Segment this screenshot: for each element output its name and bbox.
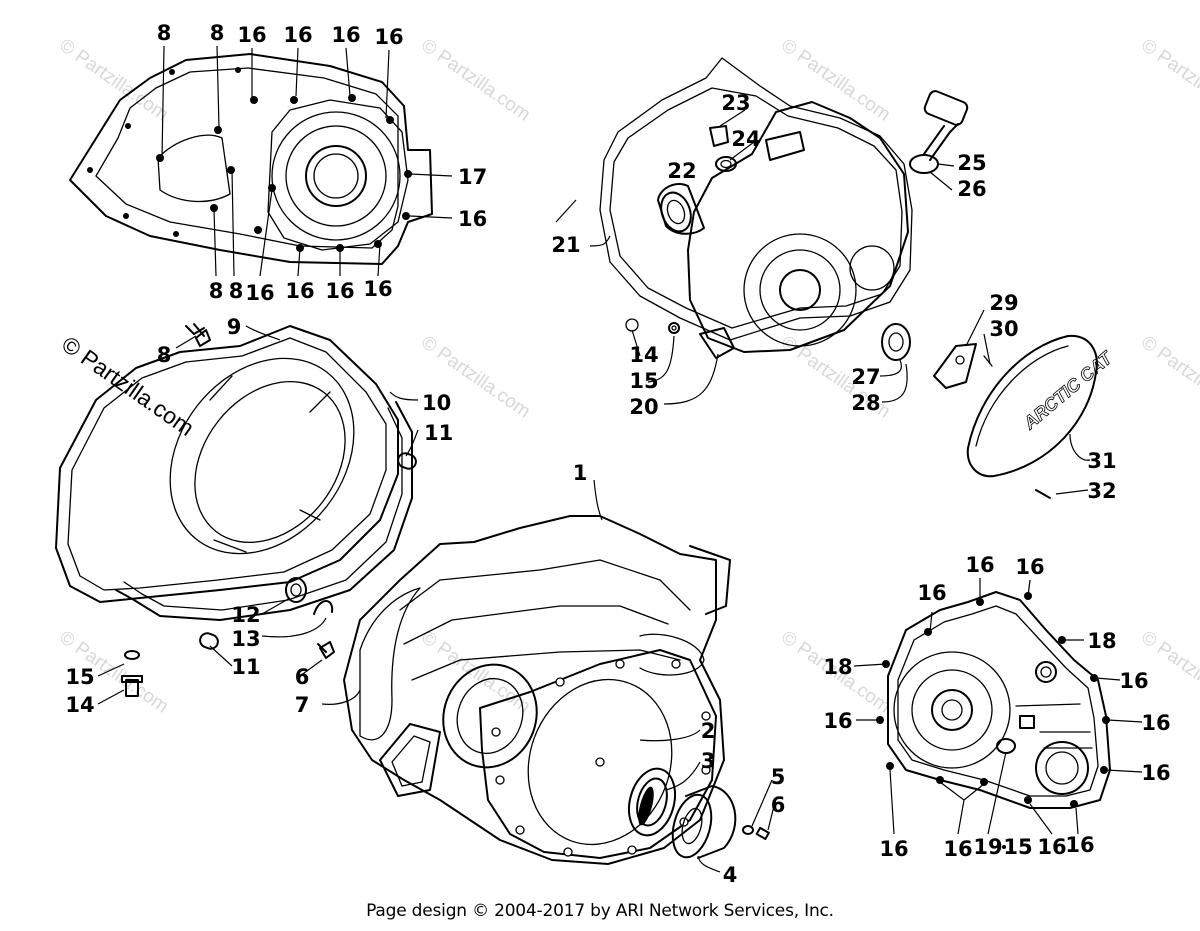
- callout-16: 16: [283, 23, 312, 47]
- callout-16: 16: [285, 279, 314, 303]
- callout-16: 16: [1119, 669, 1148, 693]
- watermark-text: © Partzilla.com: [417, 35, 534, 126]
- callout-20: 20: [629, 395, 658, 419]
- callout-5: 5: [771, 765, 786, 789]
- callout-22: 22: [667, 159, 696, 183]
- callout-14: 14: [65, 693, 94, 717]
- callout-14: 14: [629, 343, 658, 367]
- callout-27: 27: [851, 365, 880, 389]
- callout-16: 16: [965, 553, 994, 577]
- callout-16: 16: [237, 23, 266, 47]
- callout-16: 16: [823, 709, 852, 733]
- callout-16: 16: [1141, 761, 1170, 785]
- callout-16: 16: [331, 23, 360, 47]
- callout-4: 4: [723, 863, 738, 887]
- callout-7: 7: [295, 693, 310, 717]
- callout-23: 23: [721, 91, 750, 115]
- callout-2: 2: [701, 719, 716, 743]
- callout-17: 17: [458, 165, 487, 189]
- callout-16: 16: [879, 837, 908, 861]
- callout-28: 28: [851, 391, 880, 415]
- callout-8: 8: [210, 21, 225, 45]
- callout-16: 16: [374, 25, 403, 49]
- callout-6: 6: [295, 665, 310, 689]
- callout-31: 31: [1087, 449, 1116, 473]
- watermark-layer: © Partzilla.com © Partzilla.com © Partzi…: [55, 35, 1200, 718]
- callout-9: 9: [227, 315, 242, 339]
- callout-21: 21: [551, 233, 580, 257]
- callout-8: 8: [209, 279, 224, 303]
- callout-8: 8: [157, 21, 172, 45]
- callout-15: 15: [1003, 835, 1032, 859]
- watermark-text: © Partzilla.com: [1137, 35, 1200, 126]
- callout-24: 24: [731, 127, 760, 151]
- callout-11: 11: [231, 655, 260, 679]
- leader-lines: [97, 45, 1143, 873]
- callout-32: 32: [1087, 479, 1116, 503]
- callout-16: 16: [1015, 555, 1044, 579]
- page-footer: Page design © 2004-2017 by ARI Network S…: [366, 901, 834, 921]
- callout-18: 18: [1087, 629, 1116, 653]
- callout-25: 25: [957, 151, 986, 175]
- callout-29: 29: [989, 291, 1018, 315]
- callout-16: 16: [363, 277, 392, 301]
- callout-16: 16: [458, 207, 487, 231]
- callout-26: 26: [957, 177, 986, 201]
- callout-labels: 8 8 16 16 16 16 17 16 8 8 16 16 16 16 9 …: [65, 21, 1170, 887]
- callout-18: 18: [823, 655, 852, 679]
- magneto-cover-drawing: ARCTIC CAT: [599, 57, 1118, 499]
- callout-16: 16: [245, 281, 274, 305]
- callout-12: 12: [231, 603, 260, 627]
- callout-30: 30: [989, 317, 1018, 341]
- callout-1: 1: [573, 461, 588, 485]
- callout-13: 13: [231, 627, 260, 651]
- seal-bearing-drawing: [627, 767, 770, 859]
- callout-3: 3: [701, 749, 716, 773]
- crankcase-drawing: [317, 515, 731, 865]
- callout-15: 15: [65, 665, 94, 689]
- arctic-cat-logo-text: ARCTIC CAT: [1019, 347, 1117, 434]
- watermark-text: © Partzilla.com: [1137, 332, 1200, 423]
- callout-10: 10: [422, 391, 451, 415]
- callout-16: 16: [1065, 833, 1094, 857]
- callout-16: 16: [917, 581, 946, 605]
- callout-6: 6: [771, 793, 786, 817]
- callout-8: 8: [157, 343, 172, 367]
- callout-19: 19: [973, 835, 1002, 859]
- callout-15: 15: [629, 369, 658, 393]
- callout-11: 11: [424, 421, 453, 445]
- belt-housing-drawing: [55, 323, 417, 697]
- callout-16: 16: [1037, 835, 1066, 859]
- callout-16: 16: [325, 279, 354, 303]
- outer-clutch-cover-drawing: [876, 591, 1111, 809]
- callout-16: 16: [1141, 711, 1170, 735]
- callout-8: 8: [229, 279, 244, 303]
- callout-separator-dot: [1002, 845, 1006, 849]
- callout-16: 16: [943, 837, 972, 861]
